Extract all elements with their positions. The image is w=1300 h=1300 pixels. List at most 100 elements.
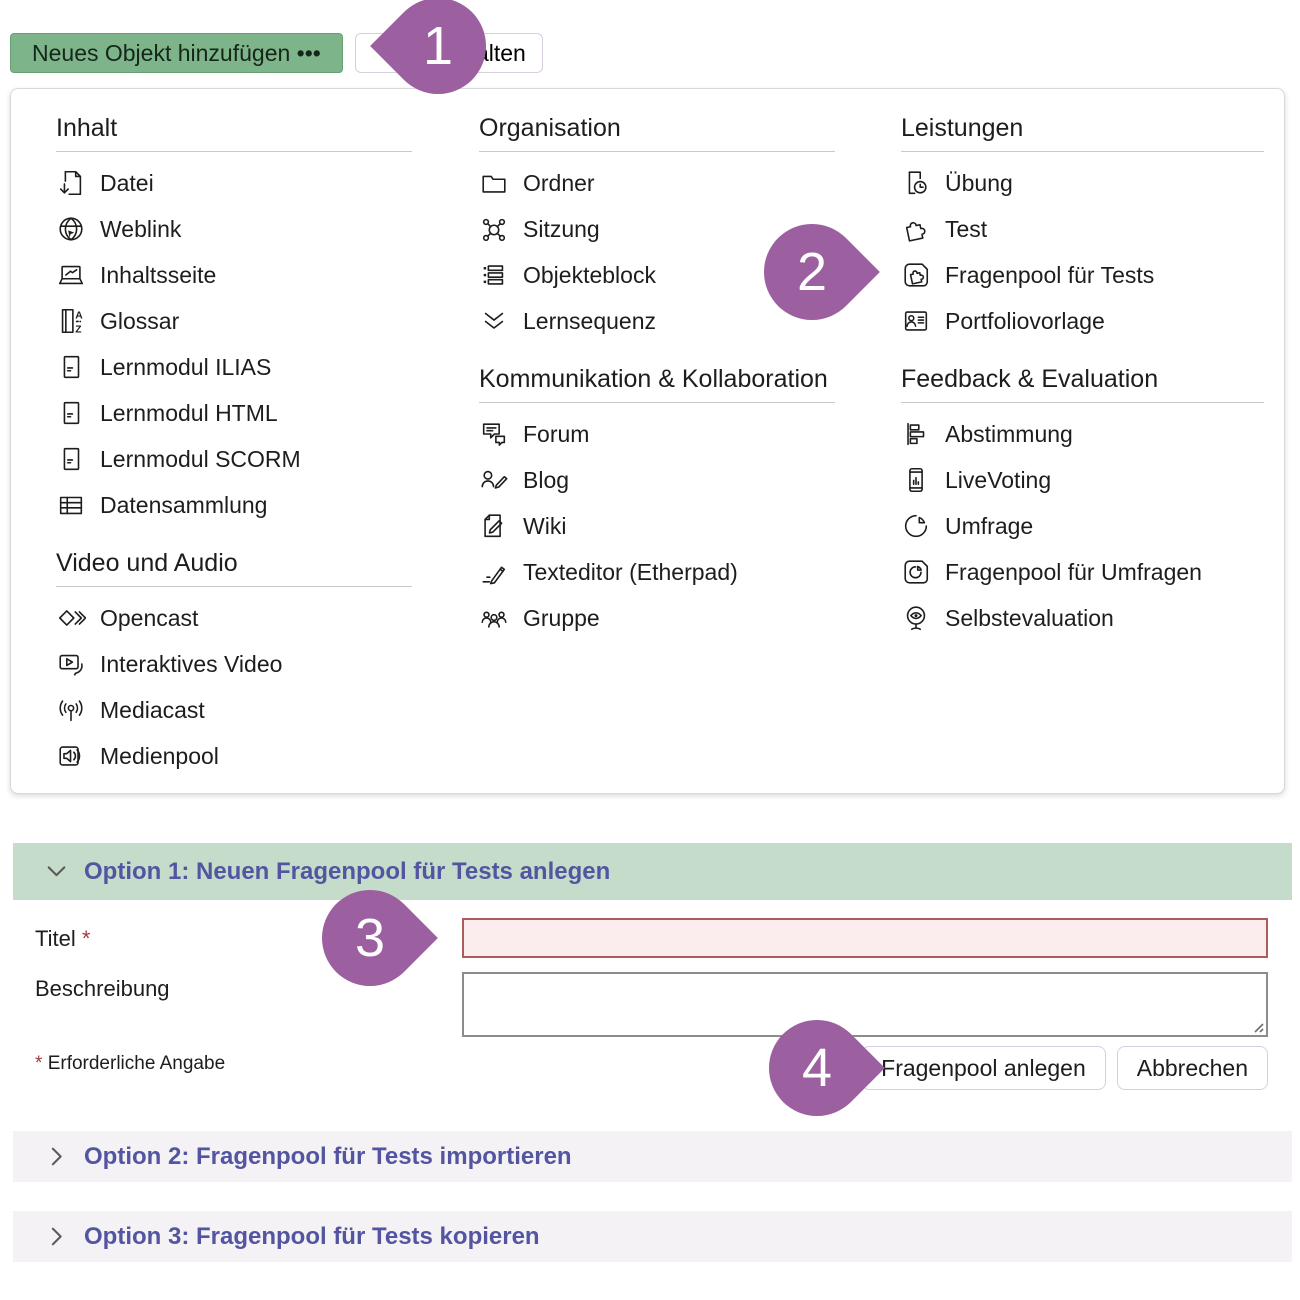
menu-item-label: Lernmodul SCORM	[100, 445, 301, 472]
menu-item-objekteblock[interactable]: Objekteblock	[479, 252, 835, 298]
accordion-option2[interactable]: Option 2: Fragenpool für Tests importier…	[13, 1131, 1292, 1182]
menu-item-weblink[interactable]: Weblink	[56, 206, 412, 252]
menu-item-wiki[interactable]: Wiki	[479, 503, 835, 549]
folder-icon	[479, 168, 509, 198]
live-voting-icon	[901, 465, 931, 495]
menu-item-label: Datei	[100, 169, 154, 196]
menu-item-inhaltsseite[interactable]: Inhaltsseite	[56, 252, 412, 298]
menu-item-selbstevaluation[interactable]: Selbstevaluation	[901, 595, 1264, 641]
title-field-label: Titel *	[35, 926, 91, 951]
menu-item-ordner[interactable]: Ordner	[479, 160, 835, 206]
speaker-icon	[56, 741, 86, 771]
menu-item-lernmodul-ilias[interactable]: Lernmodul ILIAS	[56, 344, 412, 390]
menu-item-label: Lernmodul ILIAS	[100, 353, 272, 380]
menu-item-umfrage[interactable]: Umfrage	[901, 503, 1264, 549]
section-title: Inhalt	[56, 113, 412, 152]
menu-item-label: Opencast	[100, 604, 199, 631]
menu-item-label: Selbstevaluation	[945, 604, 1114, 631]
menu-item-medienpool[interactable]: Medienpool	[56, 733, 412, 779]
accordion-option3[interactable]: Option 3: Fragenpool für Tests kopieren	[13, 1211, 1292, 1262]
exercise-icon	[901, 168, 931, 198]
create-question-pool-button[interactable]: Fragenpool anlegen	[861, 1046, 1106, 1090]
menu-item-label: Texteditor (Etherpad)	[523, 558, 738, 585]
description-textarea[interactable]	[462, 972, 1268, 1037]
menu-item-label: Fragenpool für Umfragen	[945, 558, 1202, 585]
menu-item-label: Ordner	[523, 169, 595, 196]
question-pool-survey-icon	[901, 557, 931, 587]
section-title: Video und Audio	[56, 548, 412, 587]
menu-item-label: Inhaltsseite	[100, 261, 217, 288]
required-asterisk: *	[35, 1053, 43, 1074]
opencast-icon	[56, 603, 86, 633]
menu-item-opencast[interactable]: Opencast	[56, 595, 412, 641]
section-title: Organisation	[479, 113, 835, 152]
cancel-button[interactable]: Abbrechen	[1116, 1046, 1268, 1090]
etherpad-icon	[479, 557, 509, 587]
menu-item-fragenpool-für-tests[interactable]: Fragenpool für Tests	[901, 252, 1264, 298]
menu-item-label: Wiki	[523, 512, 567, 539]
learning-sequence-icon	[479, 306, 509, 336]
menu-item-forum[interactable]: Forum	[479, 411, 835, 457]
menu-item-lernsequenz[interactable]: Lernsequenz	[479, 298, 835, 344]
menu-item-label: Sitzung	[523, 215, 600, 242]
menu-item-abstimmung[interactable]: Abstimmung	[901, 411, 1264, 457]
data-table-icon	[56, 490, 86, 520]
chevron-down-icon	[47, 866, 66, 877]
menu-item-portfoliovorlage[interactable]: Portfoliovorlage	[901, 298, 1264, 344]
menu-item-übung[interactable]: Übung	[901, 160, 1264, 206]
menu-item-label: Objekteblock	[523, 261, 656, 288]
form-buttons: Fragenpool anlegen Abbrechen	[0, 1046, 1268, 1090]
menu-item-label: Medienpool	[100, 742, 219, 769]
file-download-icon	[56, 168, 86, 198]
menu-item-label: Gruppe	[523, 604, 600, 631]
item-group-icon	[479, 260, 509, 290]
interactive-video-icon	[56, 649, 86, 679]
menu-item-label: Lernmodul HTML	[100, 399, 278, 426]
menu-item-datensammlung[interactable]: Datensammlung	[56, 482, 412, 528]
accordion-option1[interactable]: Option 1: Neuen Fragenpool für Tests anl…	[13, 843, 1292, 900]
title-input[interactable]	[462, 918, 1268, 958]
learning-module-icon	[56, 352, 86, 382]
section-title: Kommunikation & Kollabo­ration	[479, 364, 835, 403]
forum-icon	[479, 419, 509, 449]
puzzle-icon	[901, 214, 931, 244]
menu-item-interaktives-video[interactable]: Interaktives Video	[56, 641, 412, 687]
session-icon	[479, 214, 509, 244]
required-asterisk: *	[81, 926, 91, 951]
blog-icon	[479, 465, 509, 495]
menu-item-texteditor-etherpad[interactable]: Texteditor (Etherpad)	[479, 549, 835, 595]
chevron-right-icon	[51, 1227, 62, 1246]
menu-item-label: Umfrage	[945, 512, 1034, 539]
menu-item-mediacast[interactable]: Mediacast	[56, 687, 412, 733]
menu-item-gruppe[interactable]: Gruppe	[479, 595, 835, 641]
menu-item-fragenpool-für-umfragen[interactable]: Fragenpool für Umfragen	[901, 549, 1264, 595]
pie-chart-icon	[901, 511, 931, 541]
accordion-option2-title: Option 2: Fragenpool für Tests importier…	[84, 1142, 572, 1170]
menu-item-livevoting[interactable]: LiveVoting	[901, 457, 1264, 503]
menu-item-blog[interactable]: Blog	[479, 457, 835, 503]
question-pool-test-icon	[901, 260, 931, 290]
accordion-option3-title: Option 3: Fragenpool für Tests kopieren	[84, 1222, 540, 1250]
menu-item-test[interactable]: Test	[901, 206, 1264, 252]
menu-item-datei[interactable]: Datei	[56, 160, 412, 206]
required-field-note: * Erforderliche Angabe	[35, 1053, 226, 1074]
section-title: Feedback & Evaluation	[901, 364, 1264, 403]
menu-item-label: Lernsequenz	[523, 307, 656, 334]
menu-item-lernmodul-scorm[interactable]: Lernmodul SCORM	[56, 436, 412, 482]
wiki-icon	[479, 511, 509, 541]
menu-item-lernmodul-html[interactable]: Lernmodul HTML	[56, 390, 412, 436]
globe-icon	[56, 214, 86, 244]
bar-chart-icon	[901, 419, 931, 449]
learning-module-icon	[56, 398, 86, 428]
add-new-object-button[interactable]: Neues Objekt hinzufügen •••	[10, 33, 343, 73]
menu-item-label: Forum	[523, 420, 590, 447]
menu-item-sitzung[interactable]: Sitzung	[479, 206, 835, 252]
